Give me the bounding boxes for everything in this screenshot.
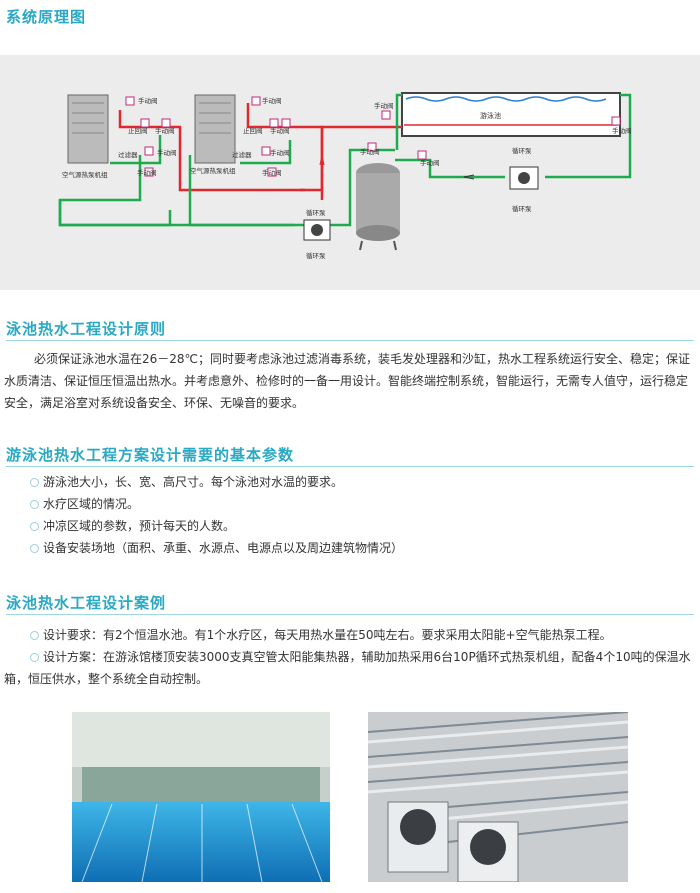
svg-text:循环泵: 循环泵 bbox=[306, 208, 326, 217]
section-title-diagram: 系统原理图 bbox=[6, 8, 87, 26]
svg-text:循环泵: 循环泵 bbox=[512, 204, 532, 213]
bullet-icon bbox=[30, 500, 39, 509]
svg-text:手动阀: 手动阀 bbox=[155, 126, 175, 135]
svg-text:手动阀: 手动阀 bbox=[157, 148, 177, 157]
bullet-icon bbox=[30, 522, 39, 531]
bullet-icon bbox=[30, 631, 39, 640]
heat-pump-unit-1: 空气源热泵机组 bbox=[62, 94, 109, 179]
section-title-principles: 泳池热水工程设计原则 bbox=[6, 320, 167, 338]
pool-icon: 游泳池 bbox=[401, 92, 621, 137]
divider bbox=[6, 340, 694, 341]
svg-text:手动阀: 手动阀 bbox=[374, 101, 394, 110]
case-item: 设计要求：有2个恒温水池。有1个水疗区，每天用热水量在50吨左右。要求采用太阳能… bbox=[30, 624, 694, 646]
list-item: 冲凉区域的参数，预计每天的人数。 bbox=[30, 517, 235, 535]
bullet-icon bbox=[30, 653, 39, 662]
svg-text:手动阀: 手动阀 bbox=[612, 126, 632, 135]
sand-filter-tank bbox=[356, 163, 400, 251]
svg-text:手动阀: 手动阀 bbox=[270, 148, 290, 157]
svg-text:过滤器: 过滤器 bbox=[118, 150, 138, 159]
svg-text:空气源热泵机组: 空气源热泵机组 bbox=[190, 166, 236, 175]
pump-2: 循环泵 循环泵 bbox=[509, 146, 539, 213]
svg-text:游泳池: 游泳池 bbox=[480, 111, 501, 120]
svg-text:循环泵: 循环泵 bbox=[512, 146, 532, 155]
svg-text:手动阀: 手动阀 bbox=[137, 168, 157, 177]
bullet-icon bbox=[30, 478, 39, 487]
list-item: 游泳池大小，长、宽、高尺寸。每个泳池对水温的要求。 bbox=[30, 473, 343, 491]
svg-text:止回阀: 止回阀 bbox=[128, 126, 148, 135]
list-item: 水疗区域的情况。 bbox=[30, 495, 139, 513]
svg-text:手动阀: 手动阀 bbox=[420, 158, 440, 167]
svg-text:过滤器: 过滤器 bbox=[232, 150, 252, 159]
svg-text:循环泵: 循环泵 bbox=[306, 251, 326, 260]
list-item: 设备安装场地（面积、承重、水源点、电源点以及周边建筑物情况） bbox=[30, 539, 403, 557]
system-diagram: 游泳池 空气源热泵机组 空气源热泵机组 手动阀 止回阀 bbox=[0, 55, 700, 290]
svg-text:手动阀: 手动阀 bbox=[262, 168, 282, 177]
svg-text:空气源热泵机组: 空气源热泵机组 bbox=[62, 170, 108, 179]
section-title-parameters: 游泳池热水工程方案设计需要的基本参数 bbox=[6, 446, 295, 464]
heat-pump-unit-2: 空气源热泵机组 bbox=[190, 94, 236, 175]
svg-text:手动阀: 手动阀 bbox=[360, 147, 380, 156]
bullet-icon bbox=[30, 544, 39, 553]
svg-text:手动阀: 手动阀 bbox=[262, 96, 282, 105]
divider bbox=[6, 614, 694, 615]
pump-1: 循环泵 循环泵 bbox=[303, 208, 331, 260]
svg-text:手动阀: 手动阀 bbox=[138, 96, 158, 105]
divider bbox=[6, 466, 694, 467]
section-title-case: 泳池热水工程设计案例 bbox=[6, 594, 167, 612]
solar-collector-photo bbox=[368, 712, 628, 882]
svg-text:止回阀: 止回阀 bbox=[243, 126, 263, 135]
pool-photo bbox=[72, 712, 330, 882]
principles-paragraph: 必须保证泳池水温在26－28℃；同时要考虑泳池过滤消毒系统，装毛发处理器和沙缸，… bbox=[4, 352, 691, 410]
svg-text:手动阀: 手动阀 bbox=[270, 126, 290, 135]
case-item: 设计方案：在游泳馆楼顶安装3000支真空管太阳能集热器，辅助加热采用6台10P循… bbox=[4, 650, 691, 686]
